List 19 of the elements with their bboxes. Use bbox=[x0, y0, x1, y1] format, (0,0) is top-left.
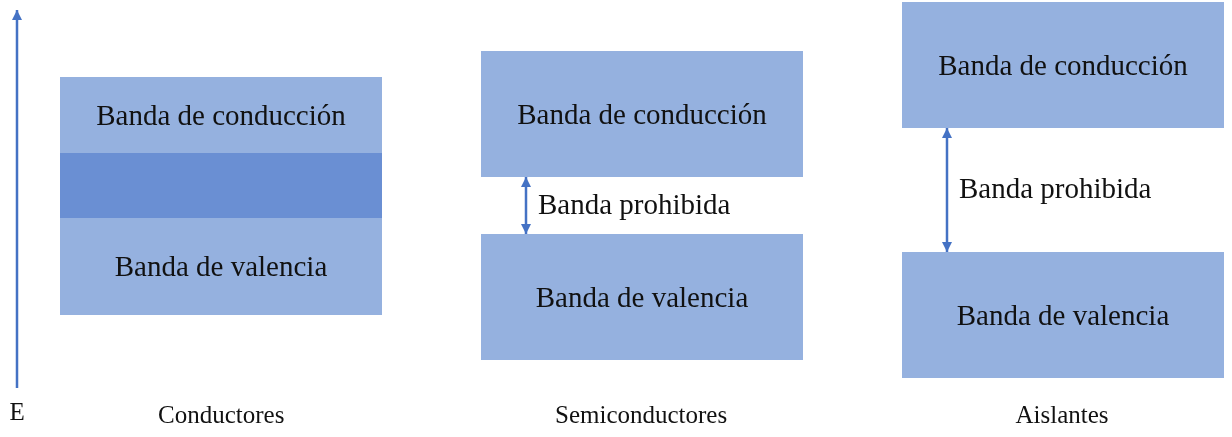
energy-band bbox=[481, 234, 803, 360]
band-label: Banda de valencia bbox=[114, 250, 328, 283]
band-label: Banda de conducción bbox=[938, 48, 1188, 82]
column-caption: Semiconductores bbox=[555, 401, 728, 429]
arrow bbox=[521, 177, 531, 234]
energy-band bbox=[902, 2, 1224, 128]
energy-band bbox=[60, 218, 382, 315]
column-caption: Conductores bbox=[158, 401, 285, 429]
energy-band bbox=[902, 252, 1224, 378]
overlap-band bbox=[60, 153, 382, 218]
energy-band bbox=[60, 77, 382, 153]
axis-label: E bbox=[9, 398, 25, 426]
band-label: Banda de conducción bbox=[517, 97, 767, 131]
band-label: Banda de valencia bbox=[535, 280, 749, 314]
band-label: Banda de valencia bbox=[956, 298, 1170, 332]
energy-band bbox=[481, 51, 803, 177]
column-caption: Aislantes bbox=[1015, 401, 1109, 429]
band-label: Banda de conducción bbox=[96, 98, 346, 132]
arrow bbox=[942, 128, 952, 252]
